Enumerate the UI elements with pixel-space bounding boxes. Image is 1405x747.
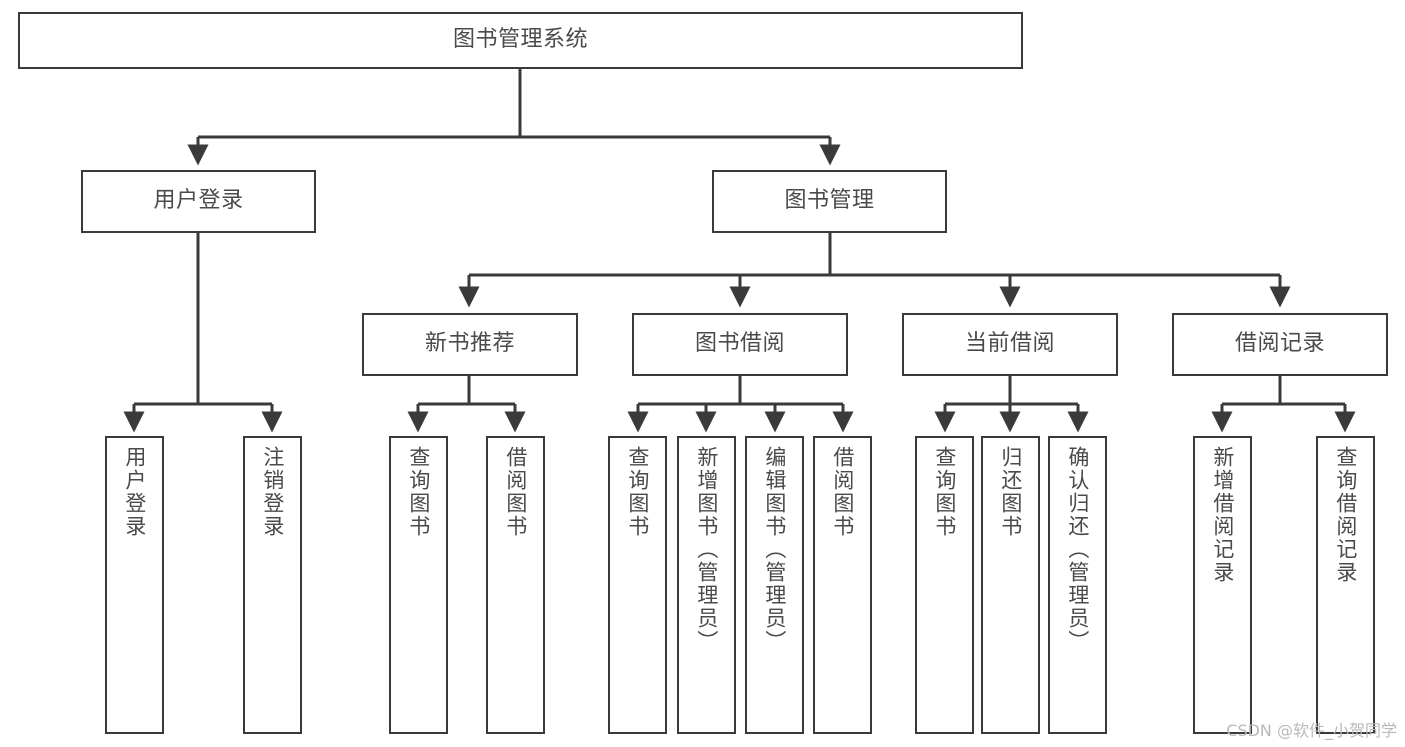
leaf-borrow-edit-book-admin[interactable]: 编辑图书（管理员）: [745, 436, 804, 734]
node-current-borrow[interactable]: 当前借阅: [902, 313, 1118, 376]
leaf-borrow-borrow-book[interactable]: 借阅图书: [813, 436, 872, 734]
node-label: 确认归还（管理员）: [1065, 446, 1090, 653]
node-label: 用户登录: [153, 188, 244, 214]
node-new-book-recommend[interactable]: 新书推荐: [362, 313, 578, 376]
leaf-current-return-book[interactable]: 归还图书: [981, 436, 1040, 734]
node-label: 查询图书: [932, 446, 957, 538]
leaf-current-query-book[interactable]: 查询图书: [915, 436, 974, 734]
node-label: 当前借阅: [964, 331, 1055, 357]
node-label: 用户登录: [122, 446, 147, 538]
node-label: 查询图书: [406, 446, 431, 538]
leaf-new-book-query[interactable]: 查询图书: [389, 436, 448, 734]
node-label: 查询借阅记录: [1333, 446, 1358, 584]
node-label: 新书推荐: [424, 331, 515, 357]
leaf-borrow-add-book-admin[interactable]: 新增图书（管理员）: [677, 436, 736, 734]
node-root-system[interactable]: 图书管理系统: [18, 12, 1023, 69]
node-label: 借阅记录: [1234, 331, 1325, 357]
node-label: 图书借阅: [694, 331, 785, 357]
node-label: 归还图书: [998, 446, 1023, 538]
leaf-user-login-signin[interactable]: 用户登录: [105, 436, 164, 734]
node-label: 新增图书（管理员）: [694, 446, 719, 653]
node-label: 图书管理系统: [452, 27, 588, 53]
leaf-borrow-query-book[interactable]: 查询图书: [608, 436, 667, 734]
node-label: 编辑图书（管理员）: [762, 446, 787, 653]
leaf-user-login-signout[interactable]: 注销登录: [243, 436, 302, 734]
leaf-current-confirm-return-admin[interactable]: 确认归还（管理员）: [1048, 436, 1107, 734]
node-book-management[interactable]: 图书管理: [712, 170, 947, 233]
node-label: 图书管理: [784, 188, 875, 214]
node-label: 借阅图书: [503, 446, 528, 538]
node-user-login[interactable]: 用户登录: [81, 170, 316, 233]
leaf-record-add[interactable]: 新增借阅记录: [1193, 436, 1252, 734]
node-label: 查询图书: [625, 446, 650, 538]
leaf-new-book-borrow[interactable]: 借阅图书: [486, 436, 545, 734]
leaf-record-query[interactable]: 查询借阅记录: [1316, 436, 1375, 734]
node-book-borrow[interactable]: 图书借阅: [632, 313, 848, 376]
node-borrow-record[interactable]: 借阅记录: [1172, 313, 1388, 376]
node-label: 新增借阅记录: [1210, 446, 1235, 584]
node-label: 借阅图书: [830, 446, 855, 538]
node-label: 注销登录: [260, 446, 285, 538]
